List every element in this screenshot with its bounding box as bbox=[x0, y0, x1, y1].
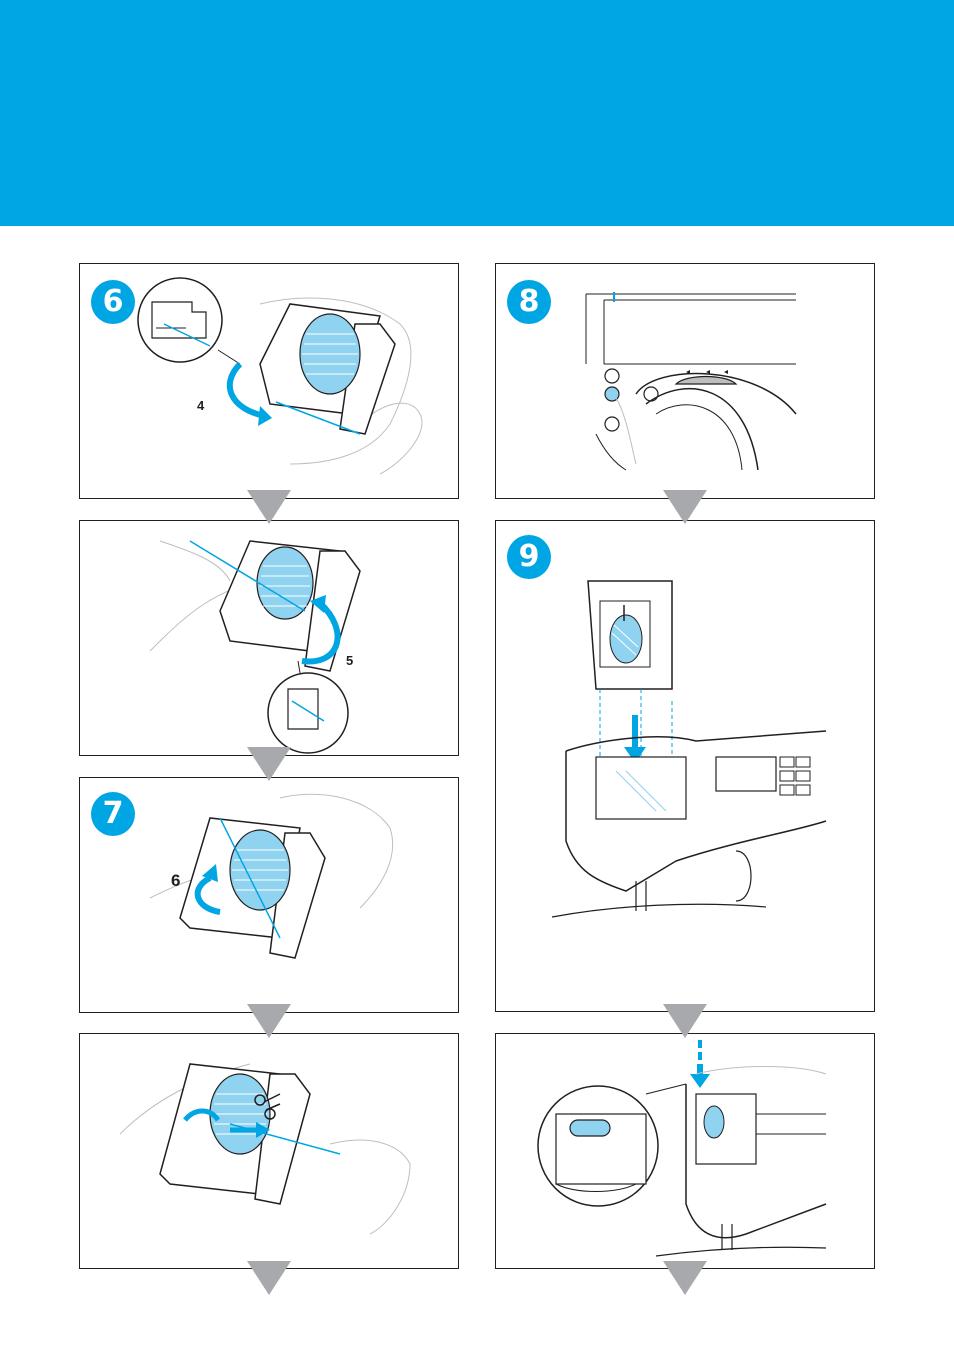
flow-arrow-down bbox=[663, 490, 707, 524]
machine-panel-illustration bbox=[496, 264, 875, 499]
callout-6: 6 bbox=[171, 871, 180, 891]
bobbin-case-illustration bbox=[80, 521, 459, 756]
flow-arrow-down bbox=[663, 1004, 707, 1038]
panel-step-9-continued bbox=[495, 1033, 875, 1269]
flow-arrow-down bbox=[247, 1004, 291, 1038]
panel-step-7-cut bbox=[79, 1033, 459, 1269]
machine-insert-illustration bbox=[496, 521, 875, 1012]
machine-insert-illustration bbox=[496, 1034, 875, 1269]
bobbin-case-illustration bbox=[80, 264, 459, 499]
panel-step-7: 7 6 bbox=[79, 777, 459, 1013]
flow-arrow-down bbox=[663, 1261, 707, 1295]
callout-5: 5 bbox=[346, 653, 353, 668]
panel-step-6-continued: 5 bbox=[79, 520, 459, 756]
bobbin-case-illustration bbox=[80, 1034, 459, 1269]
flow-arrow-down bbox=[247, 1261, 291, 1295]
flow-arrow-down bbox=[247, 747, 291, 781]
callout-4: 4 bbox=[197, 398, 204, 413]
header-band bbox=[0, 0, 954, 226]
flow-arrow-down bbox=[247, 490, 291, 524]
panel-step-9: 9 bbox=[495, 520, 875, 1012]
panel-step-6: 6 4 bbox=[79, 263, 459, 499]
panel-step-8: 8 bbox=[495, 263, 875, 499]
bobbin-case-illustration bbox=[80, 778, 459, 1013]
